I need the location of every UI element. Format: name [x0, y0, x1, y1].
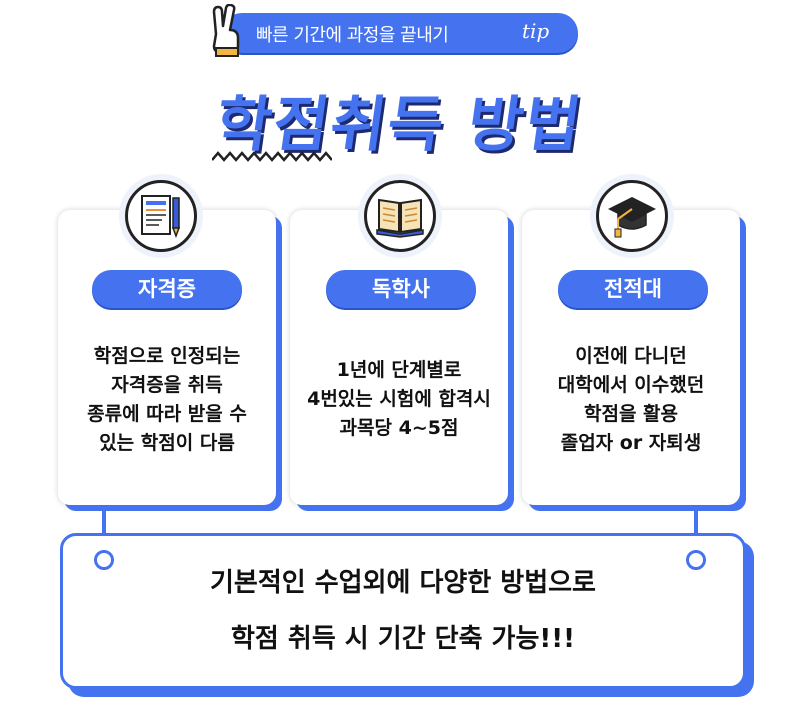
desc-line: 학점으로 인정되는: [93, 345, 241, 367]
label-certificate: 자격증: [92, 270, 242, 308]
peace-hand-icon: [212, 4, 240, 57]
right-connector-dot: [686, 550, 706, 570]
tip-text: 빠른 기간에 과정을 끝내기: [256, 25, 449, 46]
right-connector: [694, 508, 698, 556]
left-connector: [102, 508, 106, 556]
method-card-certificate: [58, 210, 276, 505]
desc-line: 학점을 활용: [583, 403, 678, 425]
summary-line-1: 기본적인 수업외에 다양한 방법으로: [210, 568, 596, 598]
self-study-description: 1년에 단계별로 4번있는 시험에 합격시 과목당 4~5점: [290, 356, 508, 443]
open-book-icon: [376, 198, 424, 238]
desc-line: 이전에 다니던: [575, 345, 687, 367]
desc-line: 4번있는 시험에 합격시: [307, 388, 491, 410]
desc-line: 졸업자 or 자퇴생: [560, 432, 702, 454]
certificate-description: 학점으로 인정되는 자격증을 취득 종류에 따라 받을 수 있는 학점이 다름: [58, 342, 276, 458]
desc-line: 대학에서 이수했던: [557, 374, 705, 396]
desc-line: 과목당 4~5점: [339, 417, 459, 439]
summary-box: 기본적인 수업외에 다양한 방법으로 학점 취득 시 기간 단축 가능!!!: [60, 533, 746, 689]
desc-line: 종류에 따라 받을 수: [87, 403, 247, 425]
desc-line: 있는 학점이 다름: [99, 432, 235, 454]
certificate-icon-circle: [125, 180, 197, 252]
desc-line: 자격증을 취득: [111, 374, 223, 396]
book-icon-circle: [364, 180, 436, 252]
method-card-self-study: [290, 210, 508, 505]
tip-banner: 빠른 기간에 과정을 끝내기 tip: [222, 13, 578, 53]
label-previous-college: 전적대: [558, 270, 708, 308]
previous-college-description: 이전에 다니던 대학에서 이수했던 학점을 활용 졸업자 or 자퇴생: [522, 342, 740, 458]
certificate-document-icon: [141, 195, 181, 239]
summary-line-2: 학점 취득 시 기간 단축 가능!!!: [231, 624, 575, 654]
graduation-cap-icon: [608, 197, 656, 238]
zigzag-underline: [212, 151, 332, 162]
desc-line: 1년에 단계별로: [336, 359, 462, 381]
page-title: 학점취득 방법: [211, 90, 588, 160]
cap-icon-circle: [596, 180, 668, 252]
left-connector-dot: [94, 550, 114, 570]
label-self-study: 독학사: [326, 270, 476, 308]
tip-word: tip: [522, 19, 550, 43]
method-card-previous-college: [522, 210, 740, 505]
